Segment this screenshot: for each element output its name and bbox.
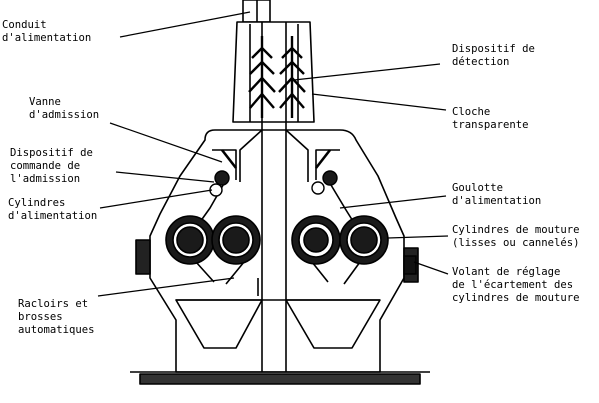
leader-lines — [97, 11, 449, 297]
label-cylindres-alimentation: Cylindres d'alimentation — [8, 197, 98, 222]
label-vanne: Vanne d'admission — [29, 96, 100, 121]
scrapers-left — [195, 261, 245, 285]
label-cylindres-mouture: Cylindres de mouture (lisses ou cannelés… — [452, 224, 580, 249]
scrapers-right — [311, 261, 361, 285]
grinding-rollers-left — [165, 215, 261, 265]
label-racloirs: Racloirs et brosses automatiques — [18, 298, 95, 336]
inlet-gate-right — [314, 149, 332, 169]
label-dispositif-detection: Dispositif de détection — [452, 43, 535, 68]
detection-device-right — [278, 36, 306, 118]
label-volant: Volant de réglage de l'écartement des cy… — [452, 266, 580, 304]
feed-rollers-right — [311, 170, 338, 195]
adjustment-handwheel — [403, 255, 417, 275]
grinding-rollers-right — [291, 215, 389, 265]
inlet-gate-left — [220, 149, 238, 169]
label-dispositif-commande: Dispositif de commande de l'admission — [10, 147, 93, 185]
label-goulotte: Goulotte d'alimentation — [452, 182, 542, 207]
label-conduit: Conduit d'alimentation — [2, 19, 92, 44]
detection-device-left — [248, 36, 276, 118]
machine-base — [139, 373, 421, 385]
label-cloche: Cloche transparente — [452, 106, 529, 131]
